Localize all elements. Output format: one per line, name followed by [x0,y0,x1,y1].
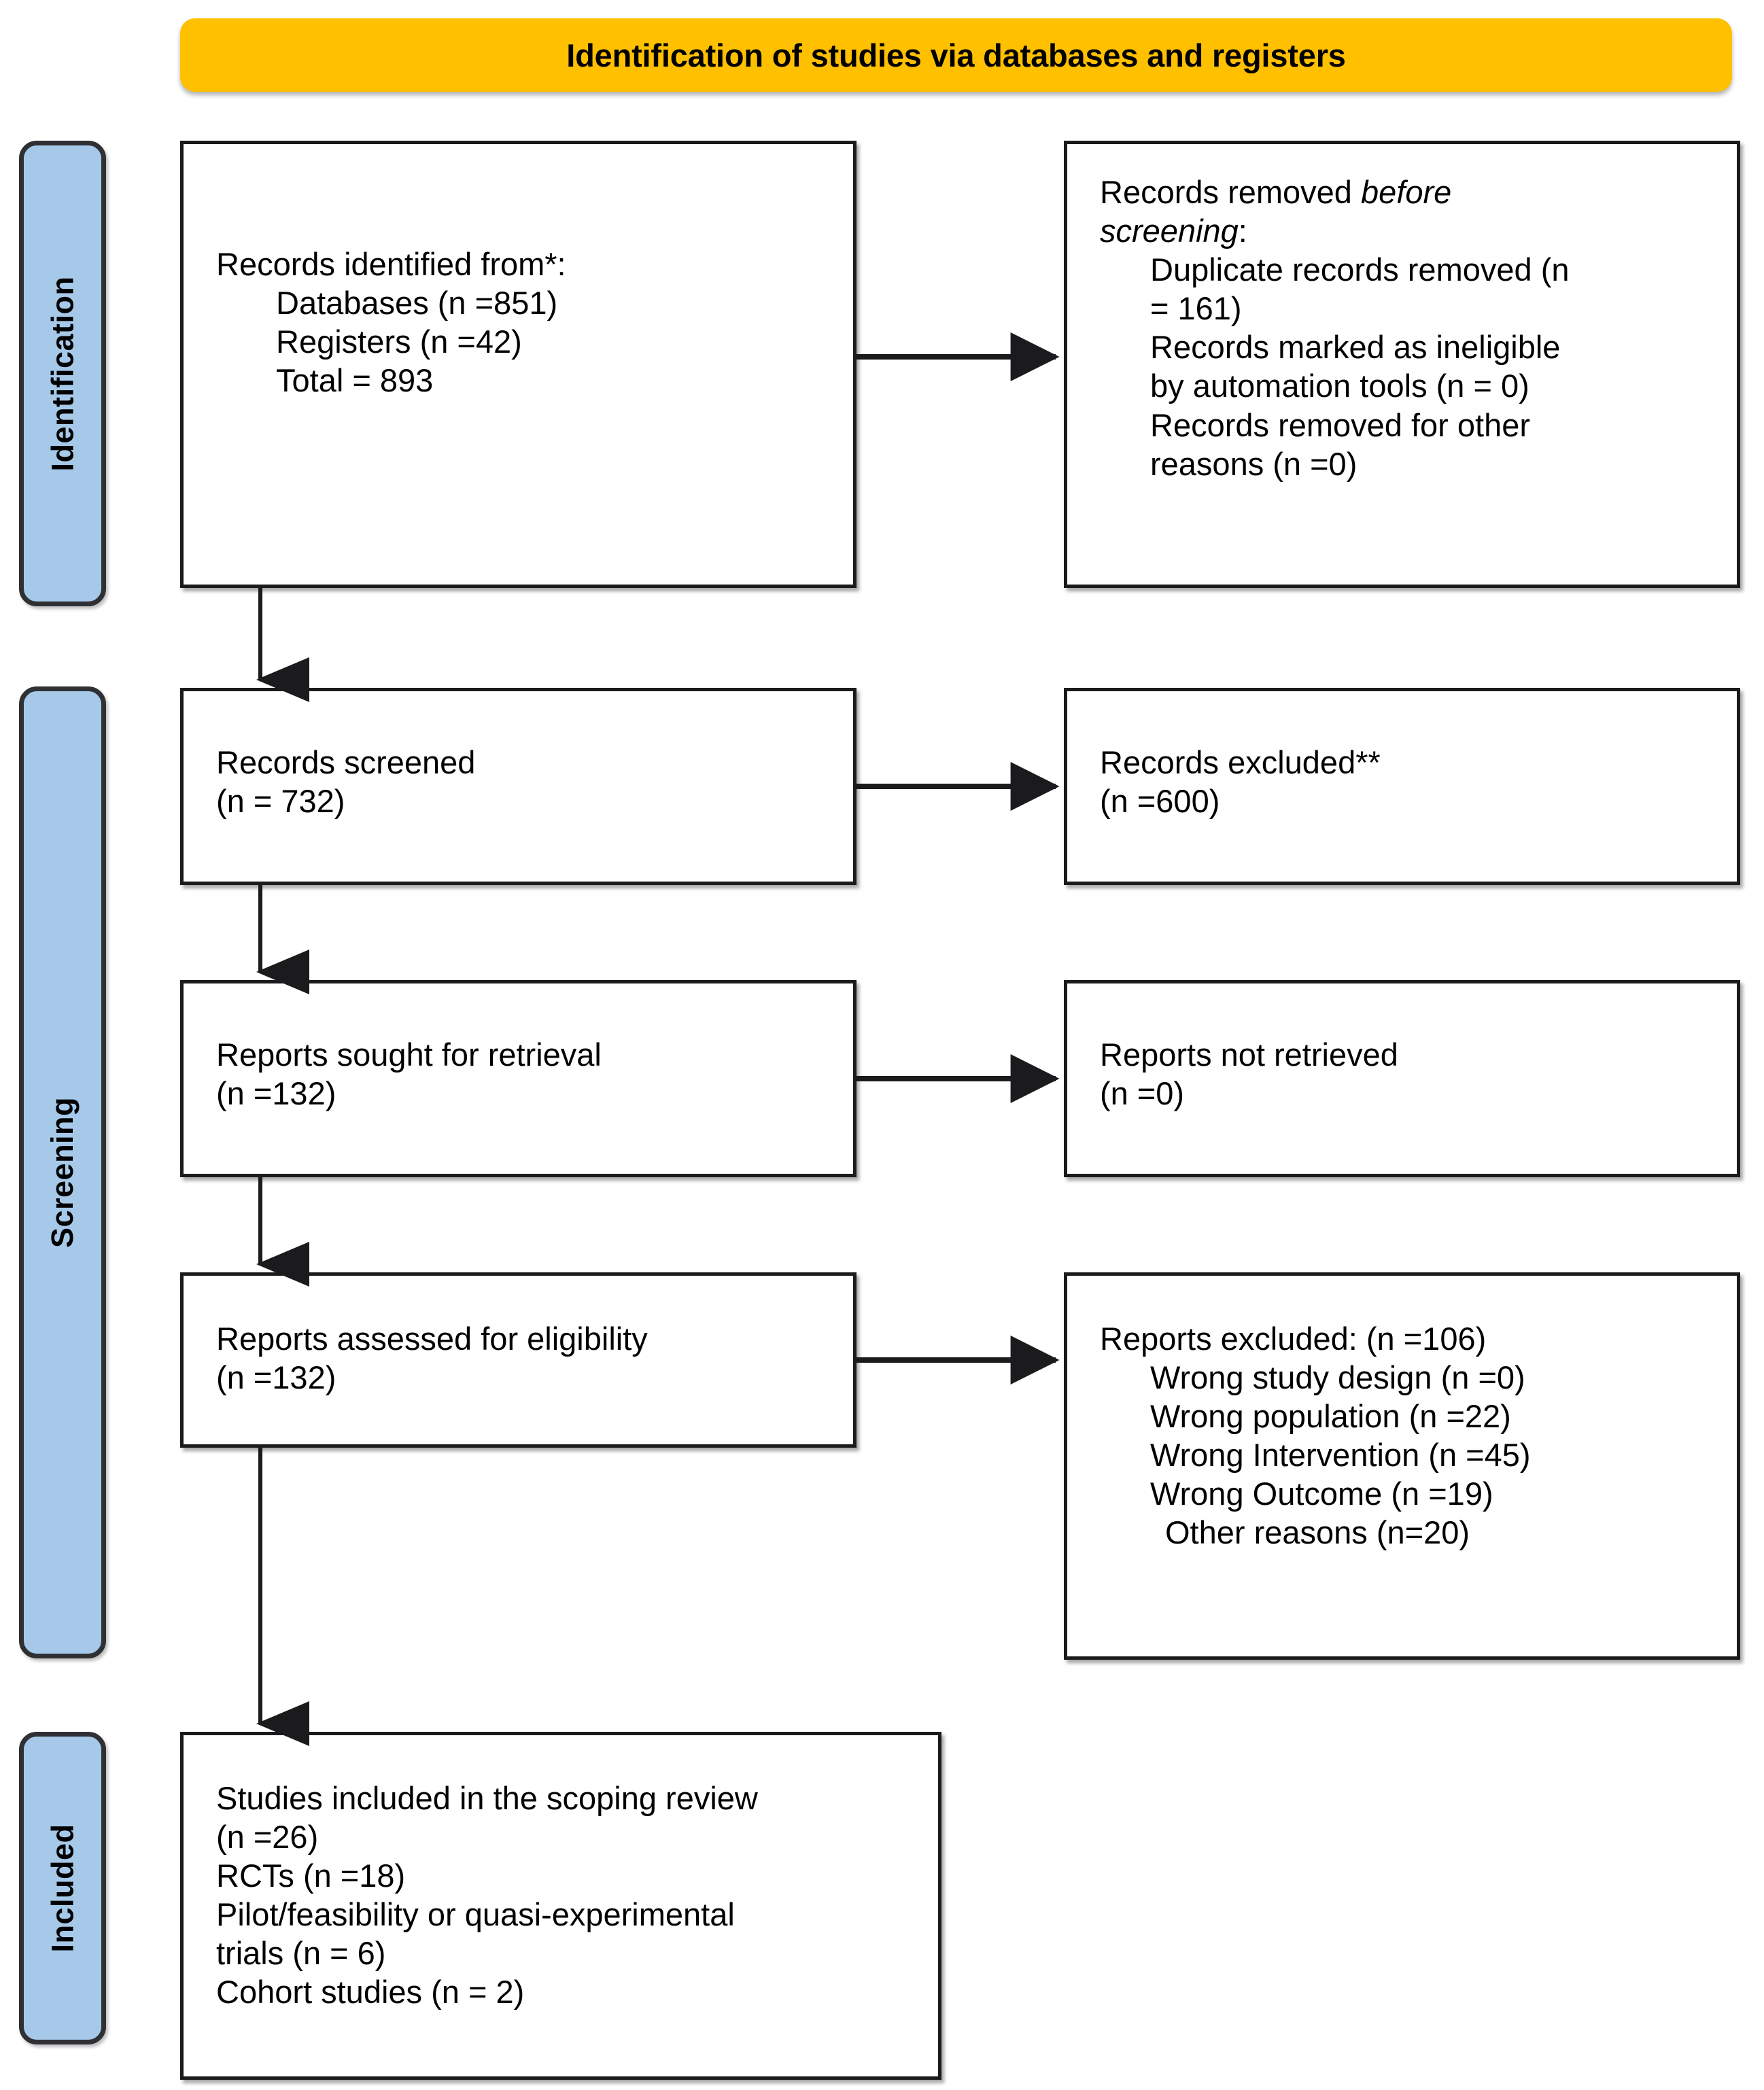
studies-included-label: Studies included in the scoping review [216,1780,758,1816]
records-removed-ineligible-b: by automation tools (n = 0) [1150,368,1529,404]
reports-not-retrieved-count: (n =0) [1100,1075,1185,1112]
box-studies-included: Studies included in the scoping review (… [180,1732,941,2080]
records-removed-line-2-emph: screening [1100,213,1239,249]
records-removed-duplicates-a: Duplicate records removed (n [1150,251,1570,288]
box-records-screened: Records screened (n = 732) [180,688,857,885]
reports-assessed-label: Reports assessed for eligibility [216,1321,648,1357]
phase-label-screening: Screening [45,1096,80,1249]
reports-excluded-other-reasons: Other reasons (n=20) [1165,1514,1470,1551]
records-identified-databases: Databases (n =851) [276,285,558,321]
records-identified-total: Total = 893 [276,362,434,399]
reports-excluded-wrong-intervention: Wrong Intervention (n =45) [1150,1437,1531,1474]
phase-label-included: Included [45,1824,80,1953]
phase-bar-screening: Screening [19,686,106,1658]
phase-bar-included: Included [19,1732,106,2044]
records-removed-line-2: screening: [1100,211,1723,250]
box-reports-not-retrieved: Reports not retrieved (n =0) [1064,980,1740,1177]
records-removed-duplicates-b: = 161) [1150,290,1242,327]
records-removed-line-2-colon: : [1238,213,1247,249]
reports-excluded-total: Reports excluded: (n =106) [1100,1321,1487,1357]
records-excluded-label: Records excluded** [1100,744,1381,780]
studies-included-count: (n =26) [216,1819,319,1856]
records-identified-registers: Registers (n =42) [276,324,522,360]
box-reports-assessed-for-eligibility: Reports assessed for eligibility (n =132… [180,1272,857,1448]
records-removed-other-b: reasons (n =0) [1150,445,1357,482]
reports-assessed-count: (n =132) [216,1359,336,1396]
records-removed-line-1-emph: before [1361,174,1452,210]
records-excluded-count: (n =600) [1100,783,1220,820]
studies-included-pilot-b: trials (n = 6) [216,1935,386,1972]
reports-not-retrieved-label: Reports not retrieved [1100,1037,1398,1073]
box-reports-sought-for-retrieval: Reports sought for retrieval (n =132) [180,980,857,1177]
identification-banner: Identification of studies via databases … [180,18,1732,92]
phase-label-identification: Identification [45,276,80,471]
studies-included-cohort: Cohort studies (n = 2) [216,1974,525,2010]
reports-excluded-wrong-population: Wrong population (n =22) [1150,1398,1511,1435]
records-screened-count: (n = 732) [216,783,345,820]
records-removed-line-1: Records removed before [1100,173,1723,211]
box-records-removed-before-screening: Records removed before screening: Duplic… [1064,141,1740,588]
reports-excluded-wrong-study-design: Wrong study design (n =0) [1150,1359,1525,1396]
records-removed-ineligible-a: Records marked as ineligible [1150,329,1561,366]
studies-included-rcts: RCTs (n =18) [216,1858,406,1894]
studies-included-pilot-a: Pilot/feasibility or quasi-experimental [216,1896,735,1933]
banner-title: Identification of studies via databases … [566,37,1346,73]
reports-sought-label: Reports sought for retrieval [216,1037,602,1073]
records-identified-line-1: Records identified from*: [216,246,566,282]
phase-bar-identification: Identification [19,141,106,606]
records-screened-label: Records screened [216,744,476,780]
records-removed-line-1-lead: Records removed [1100,174,1361,210]
box-reports-excluded: Reports excluded: (n =106) Wrong study d… [1064,1272,1740,1660]
box-records-excluded: Records excluded** (n =600) [1064,688,1740,885]
box-records-identified: Records identified from*: Databases (n =… [180,141,857,588]
records-removed-other-a: Records removed for other [1150,406,1531,443]
reports-excluded-wrong-outcome: Wrong Outcome (n =19) [1150,1476,1493,1512]
reports-sought-count: (n =132) [216,1075,336,1112]
